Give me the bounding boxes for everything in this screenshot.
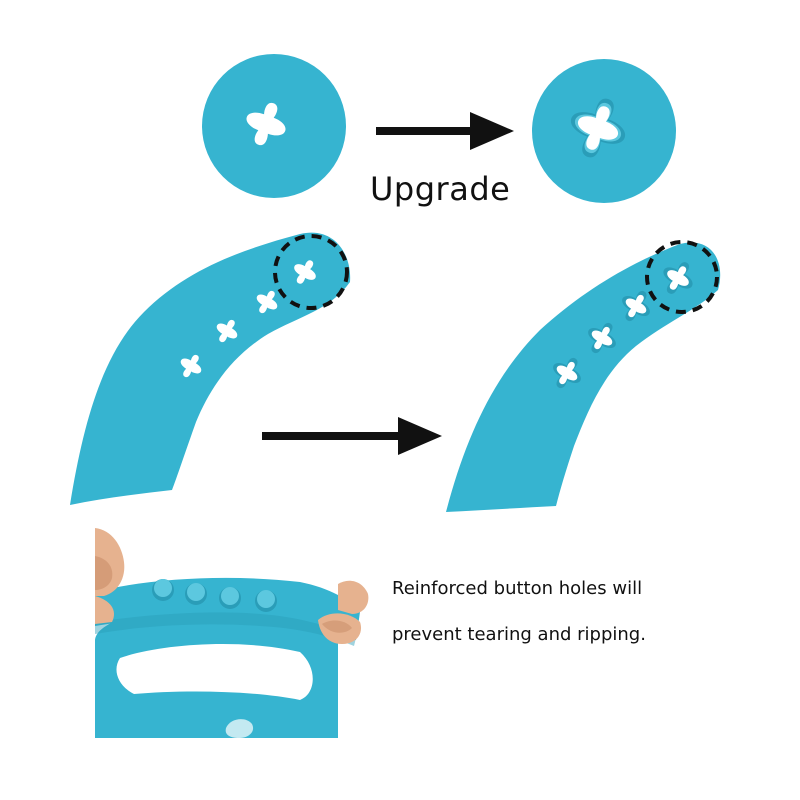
reinforced-caption: Reinforced button holes will prevent tea… xyxy=(392,578,792,646)
raised-button-icon xyxy=(255,590,277,612)
middle-right-arrow-icon xyxy=(262,417,442,455)
upgrade-label: Upgrade xyxy=(370,170,511,208)
bib-logo-icon xyxy=(225,719,254,738)
reinforced-caption-line-2: prevent tearing and ripping. xyxy=(392,624,646,645)
upgraded-button-disc xyxy=(532,59,676,203)
original-bib-strap xyxy=(70,232,351,505)
upgraded-bib-strap xyxy=(446,240,721,512)
upgraded-highlight-dashed-circle-icon xyxy=(645,240,719,314)
raised-button-icon xyxy=(219,587,241,609)
left-hand xyxy=(95,528,125,624)
original-button-disc xyxy=(202,54,346,198)
reinforced-caption-line-1: Reinforced button holes will xyxy=(392,578,643,599)
right-hand xyxy=(318,580,369,644)
stretched-bib-photo xyxy=(95,528,369,738)
raised-button-icon xyxy=(185,583,207,605)
original-highlight-dashed-circle-icon xyxy=(273,234,349,310)
raised-button-icon xyxy=(152,579,174,601)
top-right-arrow-icon xyxy=(376,112,514,150)
